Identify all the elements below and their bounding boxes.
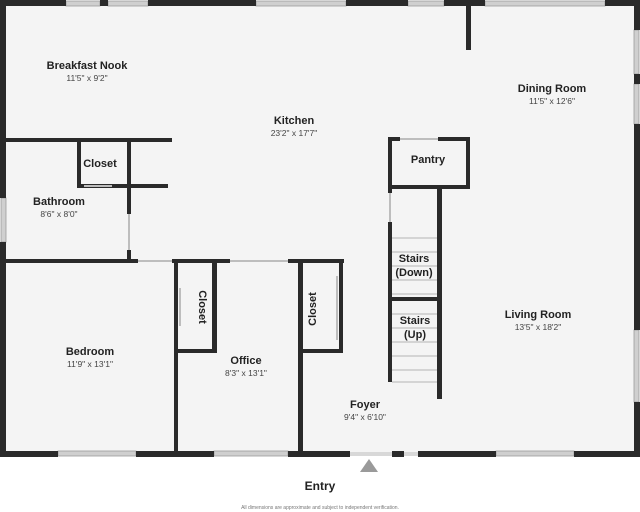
closet-office-name: Closet	[196, 290, 208, 324]
wall-stairs-left	[388, 222, 392, 382]
wall-closet-bottom-b	[113, 184, 168, 188]
kitchen-dims: 23'2" x 17'7"	[271, 128, 318, 138]
wall-stairs-mid	[388, 297, 442, 301]
wall-pantry-top-a	[388, 137, 400, 141]
entry-label: Entry	[304, 479, 336, 493]
wall-top-f	[605, 0, 640, 6]
living-room-dims: 13'5" x 18'2"	[515, 322, 562, 332]
wall-closet-left	[77, 140, 81, 188]
window-right-2	[633, 83, 640, 125]
wall-foyer-closet-right	[339, 259, 343, 353]
wall-bath-top	[4, 138, 172, 142]
wall-right-b	[634, 74, 640, 84]
kitchen-name: Kitchen	[274, 115, 315, 127]
foyer-dims: 9'4" x 6'10"	[344, 412, 386, 422]
wall-office-right	[298, 259, 303, 455]
wall-bottom-a	[0, 451, 58, 457]
side-door-gap	[404, 452, 418, 456]
stairs-down-line2: (Down)	[395, 267, 433, 279]
wall-right-a	[634, 0, 640, 30]
window-top-2	[107, 0, 149, 7]
wall-pantry-bottom	[388, 185, 470, 189]
wall-foyer-closet-bottom	[298, 349, 343, 353]
bathroom-dims: 8'6" x 8'0"	[40, 209, 77, 219]
wall-top-c	[148, 0, 256, 6]
window-top-3	[255, 0, 347, 7]
window-right-3	[633, 329, 640, 403]
wall-pantry-left	[388, 137, 392, 193]
closet-top-floor	[80, 141, 128, 185]
pantry-name: Pantry	[411, 154, 446, 166]
floor-area	[4, 4, 636, 454]
window-bottom-1	[57, 450, 137, 457]
wall-bath-bottom-c	[288, 259, 344, 263]
bedroom-name: Bedroom	[66, 346, 115, 358]
stairs-down-line1: Stairs	[399, 253, 430, 265]
office-dims: 8'3" x 13'1"	[225, 368, 267, 378]
window-bottom-2	[213, 450, 289, 457]
wall-closet-right	[127, 140, 131, 214]
bathroom-name: Bathroom	[33, 196, 85, 208]
wall-pantry-top-b	[438, 137, 470, 141]
door-openings	[84, 138, 438, 340]
wall-top-a	[0, 0, 66, 6]
window-bottom-3	[495, 450, 575, 457]
interior-walls	[4, 6, 471, 455]
wall-office-closet-right	[212, 259, 217, 353]
wall-left-b	[0, 242, 6, 457]
wall-bottom-f	[574, 451, 640, 457]
window-right-1	[633, 29, 640, 75]
entry-arrow-icon	[360, 459, 378, 472]
wall-right-c	[634, 124, 640, 330]
wall-bottom-d	[392, 451, 404, 457]
stairs-up-line2: (Up)	[404, 329, 426, 341]
dining-room-dims: 11'5" x 12'6"	[529, 96, 575, 106]
wall-bedroom-right	[174, 259, 178, 455]
wall-bottom-e	[418, 451, 496, 457]
wall-dining-stub	[466, 6, 471, 50]
wall-bottom-c	[288, 451, 350, 457]
closet-top-name: Closet	[83, 158, 117, 170]
stair-treads	[392, 237, 437, 383]
living-room-name: Living Room	[505, 309, 572, 321]
dining-room-name: Dining Room	[518, 83, 587, 95]
wall-bath-bottom-a	[4, 259, 138, 263]
wall-left-a	[0, 0, 6, 198]
entry-door-gap	[350, 452, 392, 456]
wall-bath-bottom-b	[172, 259, 230, 263]
disclaimer-text: All dimensions are approximate and subje…	[241, 505, 399, 511]
wall-top-b	[100, 0, 108, 6]
breakfast-nook-dims: 11'5" x 9'2"	[66, 73, 107, 83]
wall-top-d	[346, 0, 408, 6]
wall-office-closet-bottom	[174, 349, 217, 353]
closet-foyer-name: Closet	[307, 292, 319, 326]
breakfast-nook-name: Breakfast Nook	[47, 60, 129, 72]
bedroom-dims: 11'9" x 13'1"	[67, 359, 113, 369]
wall-right-d	[634, 402, 640, 457]
window-top-1	[65, 0, 101, 7]
stairs-up-line1: Stairs	[400, 315, 431, 327]
window-left	[0, 197, 7, 243]
office-name: Office	[230, 355, 261, 367]
wall-bath-right	[127, 250, 131, 262]
window-top-5	[484, 0, 606, 7]
wall-top-e	[444, 0, 485, 6]
wall-stairs-right	[437, 185, 442, 399]
wall-pantry-right	[466, 137, 470, 189]
window-top-4	[407, 0, 445, 7]
foyer-name: Foyer	[350, 399, 381, 411]
